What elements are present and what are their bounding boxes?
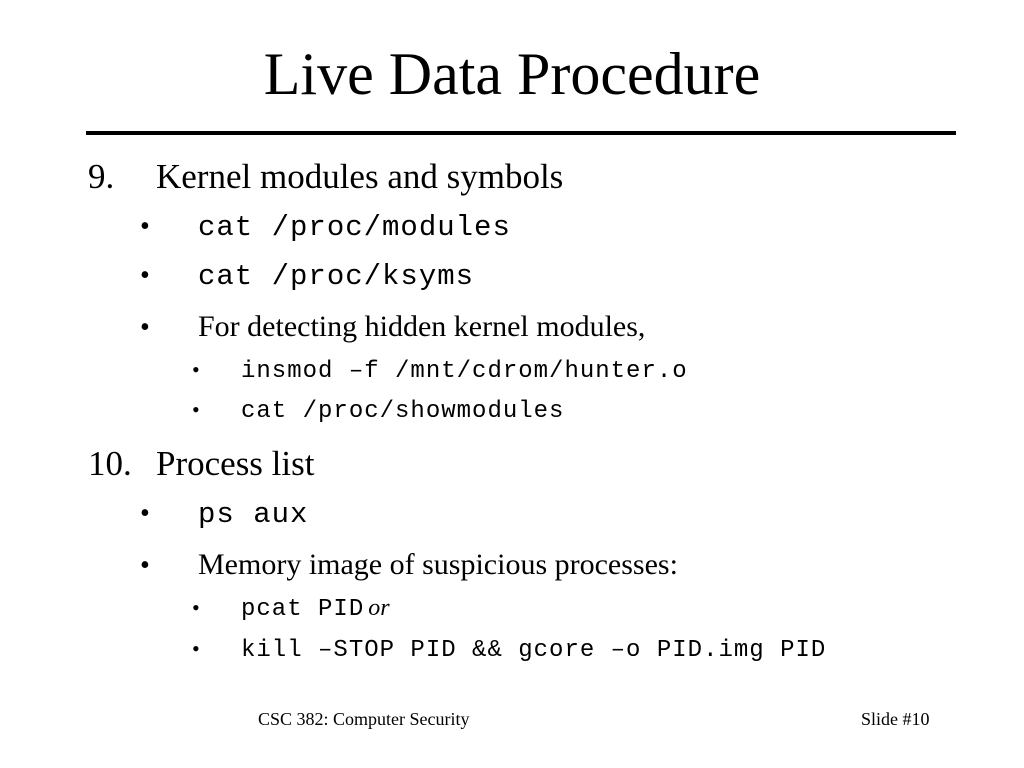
bullet-icon: • — [140, 550, 150, 581]
footer-slide-number: Slide #10 — [861, 709, 930, 729]
command-text: insmod –f /mnt/cdrom/hunter.o — [241, 358, 688, 385]
bullet-icon: • — [192, 397, 200, 422]
list-item-text: Process list — [156, 444, 315, 483]
list-number: 10. — [88, 444, 132, 483]
bullet-icon: • — [140, 260, 150, 291]
command-text: pcat PID — [241, 596, 365, 623]
subsub-bullet-pcat: • pcat PID or — [192, 593, 390, 626]
subsub-bullet-showmodules: • cat /proc/showmodules — [192, 395, 564, 428]
list-item-text: Kernel modules and symbols — [156, 157, 564, 196]
footer-course: CSC 382: Computer Security — [258, 709, 470, 729]
command-text: cat /proc/modules — [198, 211, 511, 244]
subsub-bullet-insmod: • insmod –f /mnt/cdrom/hunter.o — [192, 355, 688, 388]
bullet-icon: • — [140, 312, 150, 343]
command-text: kill –STOP PID && gcore –o PID.img PID — [241, 637, 827, 664]
command-text: cat /proc/ksyms — [198, 260, 475, 293]
list-item-9: 9. Kernel modules and symbols — [88, 157, 563, 197]
command-text: cat /proc/showmodules — [241, 398, 565, 425]
command-text: ps aux — [198, 498, 309, 531]
or-text: or — [368, 595, 390, 621]
sub-bullet-ps-aux: • ps aux — [140, 496, 308, 536]
sub-bullet-cat-modules: • cat /proc/modules — [140, 209, 511, 249]
list-item-10: 10. Process list — [88, 444, 314, 484]
list-number: 9. — [88, 157, 115, 196]
sub-bullet-hidden-modules: • For detecting hidden kernel modules, — [140, 309, 645, 350]
bullet-icon: • — [140, 498, 150, 529]
sub-bullet-memory-image: • Memory image of suspicious processes: — [140, 547, 678, 588]
title-divider — [86, 131, 956, 135]
bullet-icon: • — [192, 595, 200, 620]
bullet-icon: • — [192, 636, 200, 661]
subsub-bullet-kill-gcore: • kill –STOP PID && gcore –o PID.img PID — [192, 634, 826, 667]
bullet-icon: • — [192, 357, 200, 382]
sub-bullet-text: For detecting hidden kernel modules, — [198, 310, 646, 343]
sub-bullet-text: Memory image of suspicious processes: — [198, 548, 678, 581]
sub-bullet-cat-ksyms: • cat /proc/ksyms — [140, 258, 474, 298]
slide-title: Live Data Procedure — [263, 41, 761, 107]
bullet-icon: • — [140, 211, 150, 242]
